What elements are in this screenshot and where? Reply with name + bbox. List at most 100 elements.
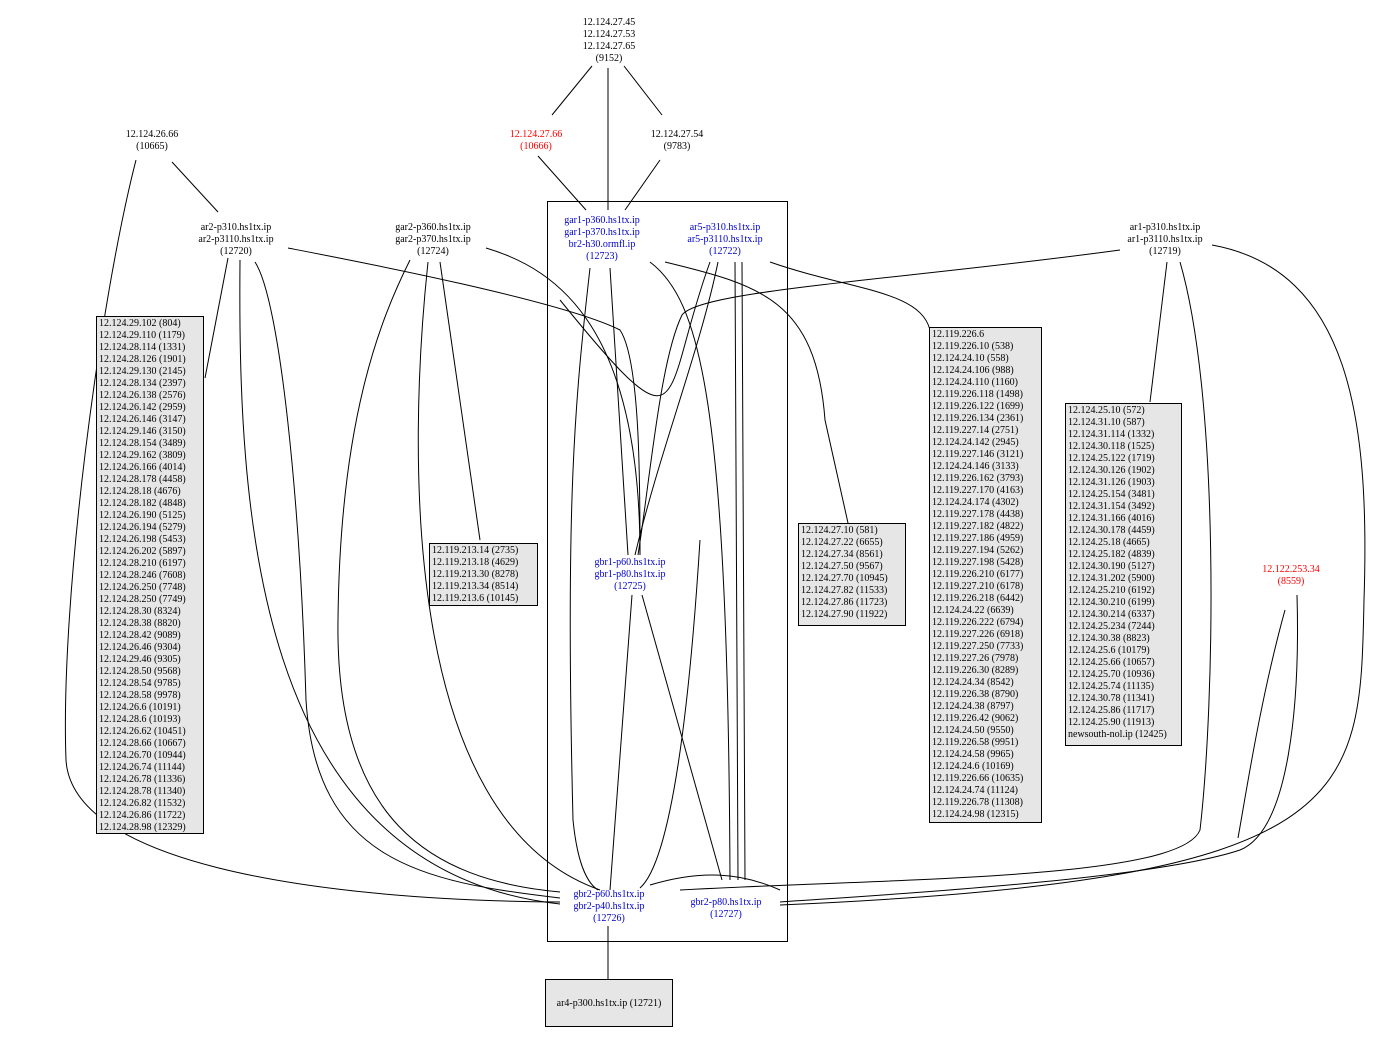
prefix-entry: 12.124.28.38 (8820) (99, 618, 181, 629)
prefix-entry: 12.124.24.174 (4302) (932, 497, 1019, 508)
prefix-entry: 12.124.26.198 (5453) (99, 534, 186, 545)
prefix-entry: 12.124.30.118 (1525) (1068, 441, 1155, 452)
prefix-entry: 12.124.25.234 (7244) (1068, 621, 1155, 632)
node-label-line: (10665) (136, 141, 168, 152)
edge (609, 594, 633, 891)
prefix-entry: 12.119.226.66 (10635) (932, 773, 1024, 784)
prefix-entry: 12.124.24.98 (12315) (932, 809, 1019, 820)
prefix-entry: 12.124.31.166 (4016) (1068, 513, 1155, 524)
router-12721-box[interactable]: ar4-p300.hs1tx.ip (12721) (545, 979, 673, 1027)
router-12727[interactable]: gbr2-p80.hs1tx.ip(12727) (666, 897, 786, 921)
node-label-line: (12726) (593, 913, 625, 924)
prefix-entry: 12.124.29.162 (3809) (99, 450, 186, 461)
prefix-entry: 12.124.31.154 (3492) (1068, 501, 1155, 512)
prefix-entry: 12.124.24.22 (6639) (932, 605, 1014, 616)
node-label-line: ar2-p3110.hs1tx.ip (198, 234, 274, 245)
prefix-entry: 12.124.31.202 (5900) (1068, 573, 1155, 584)
prefix-entry: 12.124.31.10 (587) (1068, 417, 1145, 428)
edge (287, 247, 641, 556)
prefix-entry: 12.124.27.90 (11922) (801, 609, 888, 620)
prefix-entry: 12.119.226.58 (9951) (932, 737, 1019, 748)
prefix-entry: 12.124.26.202 (5897) (99, 546, 186, 557)
edge (239, 259, 561, 905)
prefix-entry: 12.124.28.58 (9978) (99, 690, 181, 701)
prefix-list-12119-213: 12.119.213.14 (2735)12.119.213.18 (4629)… (429, 543, 538, 606)
prefix-entry: 12.124.30.214 (6337) (1068, 609, 1155, 620)
node-8559-highlighted[interactable]: 12.122.253.34(8559) (1241, 564, 1341, 588)
node-label-line: gbr1-p80.hs1tx.ip (594, 569, 666, 580)
node-10665[interactable]: 12.124.26.66(10665) (102, 129, 202, 153)
prefix-entry: 12.119.226.222 (6794) (932, 617, 1024, 628)
node-label-line: ar5-p310.hs1tx.ip (689, 222, 761, 233)
edge (569, 267, 599, 891)
prefix-entry: 12.119.213.14 (2735) (432, 545, 519, 556)
prefix-entry: 12.119.227.250 (7733) (932, 641, 1024, 652)
prefix-entry: 12.124.26.62 (10451) (99, 726, 186, 737)
prefix-entry: 12.119.226.38 (8790) (932, 689, 1019, 700)
node-label-line: (12720) (220, 246, 252, 257)
node-label-line: (8559) (1277, 576, 1305, 587)
prefix-entry: 12.124.28.6 (10193) (99, 714, 181, 725)
prefix-entry: 12.124.28.178 (4458) (99, 474, 186, 485)
prefix-entry: 12.124.26.146 (3147) (99, 414, 186, 425)
node-label-line: gbr2-p60.hs1tx.ip (573, 889, 645, 900)
prefix-entry: 12.119.226.10 (538) (932, 341, 1014, 352)
prefix-entry: 12.119.226.162 (3793) (932, 473, 1024, 484)
node-label-line: ar1-p3110.hs1tx.ip (1127, 234, 1203, 245)
node-label-line: gar2-p360.hs1tx.ip (395, 222, 471, 233)
prefix-entry: 12.119.227.182 (4822) (932, 521, 1024, 532)
edge (734, 261, 739, 881)
prefix-entry: 12.124.26.194 (5279) (99, 522, 186, 533)
prefix-entry: 12.124.31.114 (1332) (1068, 429, 1155, 440)
node-10666-highlighted[interactable]: 12.124.27.66(10666) (486, 129, 586, 153)
node-label-line: (10666) (520, 141, 552, 152)
prefix-entry: 12.119.227.178 (4438) (932, 509, 1024, 520)
prefix-entry: 12.124.25.18 (4665) (1068, 537, 1150, 548)
prefix-entry: 12.124.29.130 (2145) (99, 366, 186, 377)
edge (1237, 609, 1286, 839)
prefix-entry: 12.124.25.122 (1719) (1068, 453, 1155, 464)
node-label-line: 12.124.27.45 (582, 17, 636, 28)
node-label-line: (12727) (710, 909, 742, 920)
node-label-line: gbr1-p60.hs1tx.ip (594, 557, 666, 568)
node-label-line: (12723) (586, 251, 618, 262)
prefix-entry: 12.124.24.74 (11124) (932, 785, 1018, 796)
prefix-entry: 12.119.227.186 (4959) (932, 533, 1024, 544)
node-label-line: 12.122.253.34 (1262, 564, 1320, 575)
prefix-entry: 12.124.26.142 (2959) (99, 402, 186, 413)
prefix-entry: 12.124.27.50 (9567) (801, 561, 883, 572)
edge (637, 249, 1121, 556)
prefix-entry: 12.124.24.106 (988) (932, 365, 1014, 376)
prefix-entry: 12.119.227.198 (5428) (932, 557, 1024, 568)
prefix-entry: 12.119.226.42 (9062) (932, 713, 1019, 724)
edge (485, 247, 641, 556)
node-label-line: (9152) (595, 53, 623, 64)
prefix-entry: 12.119.213.34 (8514) (432, 581, 519, 592)
node-9783[interactable]: 12.124.27.54(9783) (627, 129, 727, 153)
prefix-list-12124-25: 12.124.25.10 (572)12.124.31.10 (587)12.1… (1065, 403, 1182, 746)
edge (769, 261, 931, 331)
prefix-entry: 12.119.226.134 (2361) (932, 413, 1024, 424)
node-label-line: br2-h30.ormfl.ip (568, 239, 636, 250)
prefix-entry: 12.124.24.50 (9550) (932, 725, 1014, 736)
prefix-entry: 12.124.30.126 (1902) (1068, 465, 1155, 476)
prefix-entry: 12.119.226.118 (1498) (932, 389, 1023, 400)
prefix-entry: 12.119.227.210 (6178) (932, 581, 1024, 592)
edge (551, 65, 593, 116)
prefix-entry: 12.124.26.74 (11144) (99, 762, 185, 773)
backbone-cluster (547, 201, 788, 942)
prefix-entry: 12.119.213.6 (10145) (432, 593, 519, 604)
prefix-entry: 12.119.227.146 (3121) (932, 449, 1024, 460)
node-label-line: gar2-p370.hs1tx.ip (395, 234, 471, 245)
node-label-line: gar1-p370.hs1tx.ip (564, 227, 640, 238)
